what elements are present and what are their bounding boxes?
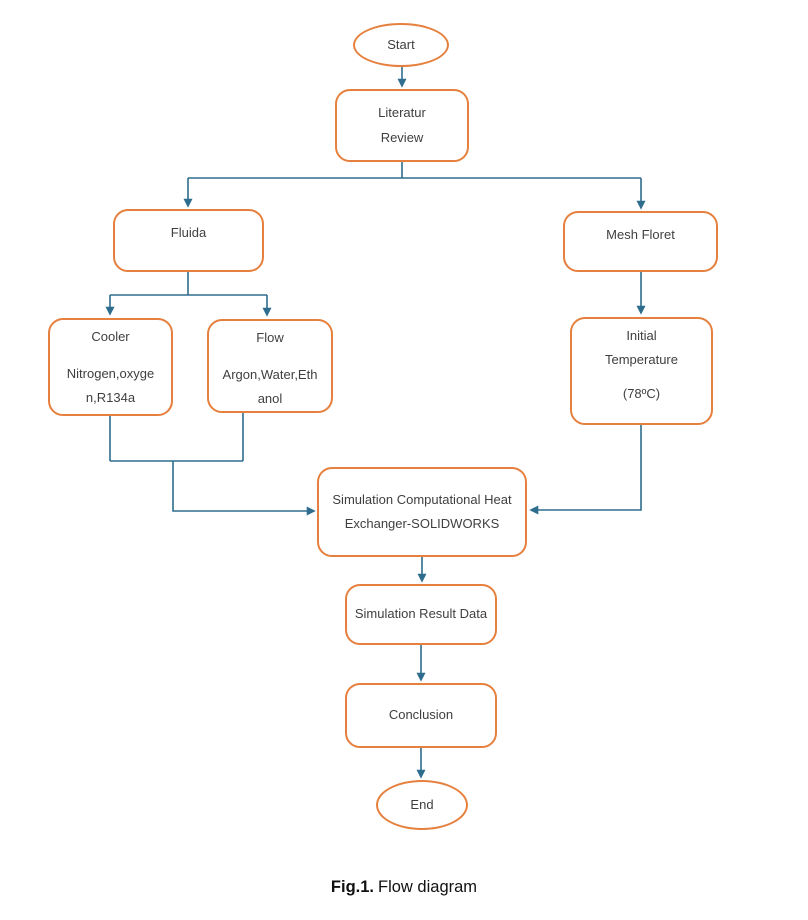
node-cooler-items: Nitrogen,oxygen,R134a xyxy=(66,366,155,406)
figure-caption-text: Flow diagram xyxy=(378,878,478,896)
node-start: Start xyxy=(353,23,449,67)
node-end: End xyxy=(376,780,468,830)
node-flow-title: Flow xyxy=(256,330,284,345)
node-simulation-result: Simulation Result Data xyxy=(345,584,497,645)
node-fluida-label: Fluida xyxy=(170,225,207,240)
node-flow: Flow Argon,Water,Ethanol xyxy=(207,319,333,413)
node-conclusion-label: Conclusion xyxy=(388,707,454,723)
node-mesh-floret: Mesh Floret xyxy=(563,211,718,272)
node-initial-temperature-value: (78ºC) xyxy=(622,386,661,402)
node-simulation-label: Simulation Computational Heat Exchanger-… xyxy=(332,491,512,531)
node-end-label: End xyxy=(410,796,434,812)
node-simulation-result-label: Simulation Result Data xyxy=(354,606,488,622)
node-initial-temperature-title: Initial Temperature xyxy=(605,328,678,368)
node-literature-review: Literatur Review xyxy=(335,89,469,162)
node-cooler-title: Cooler xyxy=(91,329,130,344)
node-fluida: Fluida xyxy=(113,209,264,272)
figure-caption: Fig.1.Flow diagram xyxy=(0,876,808,899)
node-conclusion: Conclusion xyxy=(345,683,497,748)
node-initial-temperature: Initial Temperature (78ºC) xyxy=(570,317,713,425)
node-flow-items: Argon,Water,Ethanol xyxy=(222,367,318,407)
connector-initial-to-simulation xyxy=(529,425,642,515)
figure-caption-label: Fig.1. xyxy=(330,878,375,896)
node-literature-review-label: Literatur Review xyxy=(378,105,426,145)
node-mesh-floret-label: Mesh Floret xyxy=(606,227,675,242)
node-simulation: Simulation Computational Heat Exchanger-… xyxy=(317,467,527,557)
connector-merge-to-simulation xyxy=(172,461,316,516)
node-cooler: Cooler Nitrogen,oxygen,R134a xyxy=(48,318,173,416)
node-start-label: Start xyxy=(387,36,415,52)
